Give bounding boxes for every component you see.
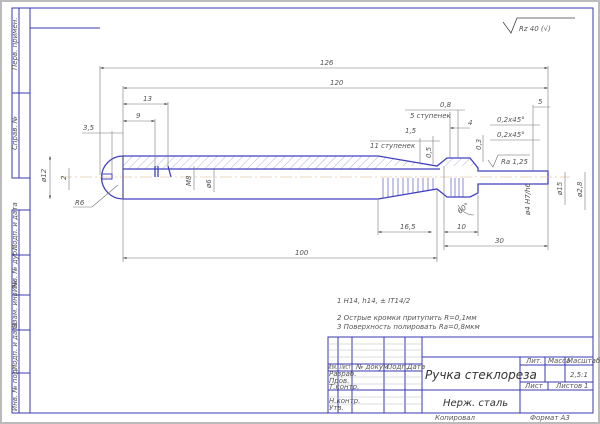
dimension-label: 1,5 xyxy=(405,127,417,135)
stamp-sign-date-1: Подп. и дата xyxy=(11,202,19,250)
dimension-label: Дата xyxy=(406,363,425,371)
dimension-label: 1 xyxy=(584,382,588,390)
dimension-label: 16,5 xyxy=(400,223,416,231)
stamp-ref-no: Справ. № xyxy=(11,116,19,150)
dimension-label: ø4 H7/h6 xyxy=(524,183,532,216)
stamp-dup-inv: Инв. № дубл. xyxy=(11,244,19,292)
dimension-label: Изм. xyxy=(329,363,338,371)
note-2: 2 Острые кромки притупить R=0,1мм xyxy=(337,314,477,322)
dimension-label: 13 xyxy=(143,95,152,103)
stamp-orig-inv: Инв. № подл. xyxy=(11,363,19,411)
format-label: Формат А3 xyxy=(530,414,570,422)
drawing-title: Ручка стеклореза xyxy=(425,368,537,382)
dimension-label: Масса xyxy=(548,357,570,365)
scale-value: 2,5:1 xyxy=(570,371,588,379)
copied-label: Копировал xyxy=(435,414,476,422)
note-1: 1 H14, h14, ± IT14/2 xyxy=(337,297,411,305)
dimension-label: 0,5 xyxy=(425,146,433,158)
dimension-label: 0,2х45° xyxy=(497,116,525,124)
dimension-label: 11 ступенек xyxy=(370,142,416,150)
title-block: Изм. Лист № докум. Подп. Дата Разраб. Пр… xyxy=(327,336,600,422)
dimension-label: 3,5 xyxy=(83,124,95,132)
material: Нерж. сталь xyxy=(443,398,508,409)
dimension-label: M8 xyxy=(185,175,193,186)
general-roughness: Rz 40 (√) xyxy=(502,17,575,34)
dimension-label: 4 xyxy=(468,119,472,127)
dimension-label: Утв. xyxy=(329,404,344,412)
dimension-label: Ra 1,25 xyxy=(501,158,529,166)
dimension-label: Rz 40 (√) xyxy=(519,25,551,33)
dimension-label: ø6 xyxy=(205,179,213,189)
dimension-label: Лит. xyxy=(525,357,542,365)
dimension-label: 100 xyxy=(295,249,309,257)
dimension-label: 9 xyxy=(136,112,141,120)
dimension-label: ø2,8 xyxy=(576,181,584,198)
part-outline xyxy=(60,155,570,200)
dimension-label: 0,8 xyxy=(440,101,452,109)
dimension-label: Н.контр. xyxy=(329,397,360,405)
dimension-label: R6 xyxy=(75,199,85,207)
dimension-label: Т.контр. xyxy=(329,383,359,391)
dimension-label: Разраб. xyxy=(329,370,357,378)
stamp-sign-date-2: Подп. и дата xyxy=(11,322,19,370)
note-3: 3 Поверхность полировать Ra=0,8мкм xyxy=(337,323,480,331)
dimension-label: Подп. xyxy=(387,363,408,371)
technical-notes: 1 H14, h14, ± IT14/2 2 Острые кромки при… xyxy=(337,297,480,331)
dimension-label: 120 xyxy=(330,79,344,87)
dimension-label: 10 xyxy=(457,223,466,231)
dimension-label: 5 xyxy=(538,98,543,106)
dimension-label: Масштаб xyxy=(567,357,600,365)
dimension-label: 5 ступенек xyxy=(410,112,452,120)
dimension-label: 2 xyxy=(60,175,68,180)
drawing-frame xyxy=(29,7,594,414)
dimension-label: ø12 xyxy=(40,168,48,183)
dimension-label: 30 xyxy=(495,237,504,245)
dimensions: 126 120 13 9 3,5 ø12 2 R6 M8 ø6 100 16,5… xyxy=(40,59,586,262)
stamp-first-use: Перв. примен. xyxy=(11,17,19,70)
dimension-label: 0,3 xyxy=(475,139,483,150)
dimension-label: 0,2х45° xyxy=(497,131,525,139)
dimension-label: № докум. xyxy=(355,363,391,371)
dimension-label: Лист xyxy=(339,363,351,371)
dimension-label: Листов xyxy=(555,382,582,390)
dimension-label: Пров. xyxy=(329,377,349,385)
stamp-replace-inv: Взам. инв. № xyxy=(11,280,19,328)
dimension-label: ø15 xyxy=(556,181,564,196)
dimension-label: 60° xyxy=(456,201,471,215)
dimension-label: 126 xyxy=(320,59,334,67)
side-stamp: Перв. примен. Справ. № Подп. и дата Инв.… xyxy=(11,7,100,414)
dimension-label: Лист xyxy=(524,382,544,390)
